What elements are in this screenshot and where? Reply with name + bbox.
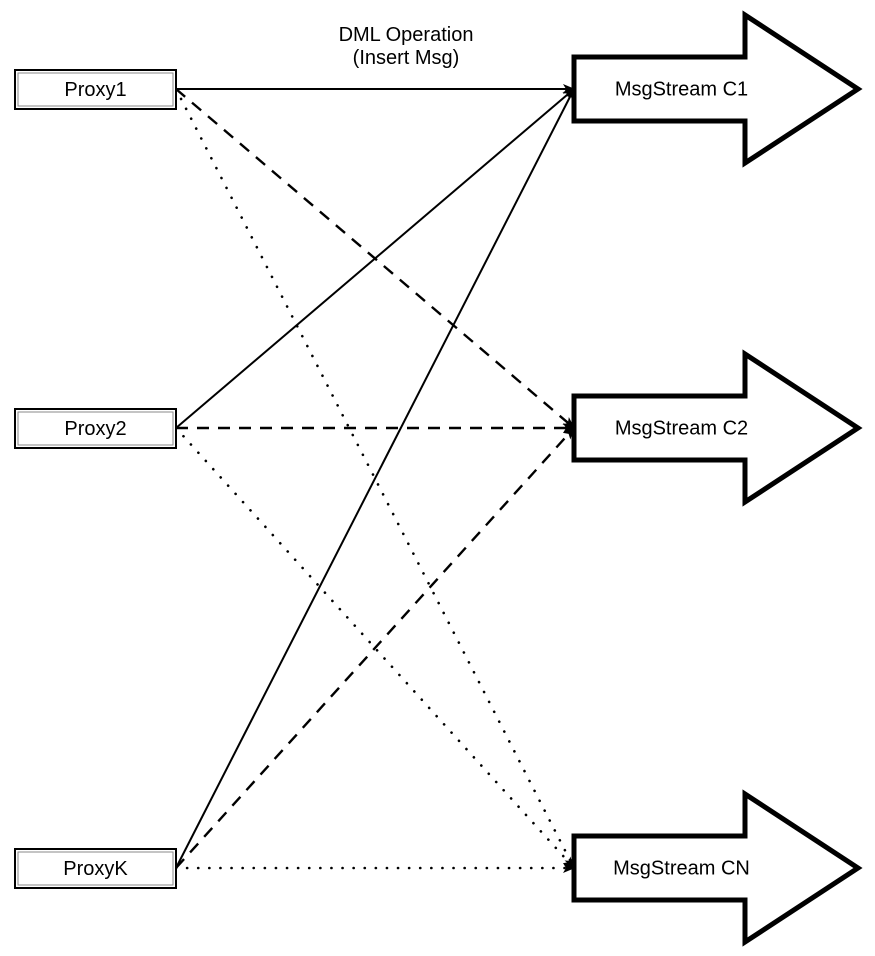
edge-annotation-line1: DML Operation	[339, 24, 474, 46]
proxy-box-inner-edge	[17, 72, 174, 107]
connector-links-group	[174, 84, 576, 873]
msgstream-node-stream_c2[interactable]: MsgStream C2	[571, 349, 863, 507]
msgstream-arrow-shape	[571, 789, 863, 947]
proxy-box-inner-edge	[17, 851, 174, 886]
msgstream-label: MsgStream C2	[615, 417, 748, 439]
proxy-box-outline	[14, 408, 177, 449]
edge-annotation: DML Operation (Insert Msg)	[339, 24, 474, 69]
proxy-node-proxy1[interactable]: Proxy1	[14, 69, 177, 110]
msgstream-node-stream_c1[interactable]: MsgStream C1	[571, 10, 863, 168]
link-proxy2-to-stream_c1	[175, 88, 575, 429]
msgstream-node-stream_cn[interactable]: MsgStream CN	[571, 789, 863, 947]
proxy-node-proxy2[interactable]: Proxy2	[14, 408, 177, 449]
link-proxy2-to-stream_cn	[174, 426, 576, 870]
msgstream-nodes-group: MsgStream C1 MsgStream C2 MsgStream CN	[571, 10, 863, 947]
proxy-label: ProxyK	[63, 858, 128, 880]
link-proxyk-to-stream_c1	[175, 88, 575, 869]
proxy-box-outline	[14, 69, 177, 110]
proxy-node-proxyk[interactable]: ProxyK	[14, 848, 177, 889]
msgstream-label: MsgStream CN	[613, 857, 750, 879]
proxy-label: Proxy1	[64, 79, 126, 101]
proxy-label: Proxy2	[64, 418, 126, 440]
proxy-box-inner-edge	[17, 411, 174, 446]
edge-annotation-line2: (Insert Msg)	[353, 47, 460, 69]
link-proxyk-to-stream_c2	[175, 427, 575, 869]
proxy-box-outline	[14, 848, 177, 889]
msgstream-arrow-shape	[571, 349, 863, 507]
msgstream-label: MsgStream C1	[615, 78, 748, 100]
msgstream-arrow-shape	[571, 10, 863, 168]
